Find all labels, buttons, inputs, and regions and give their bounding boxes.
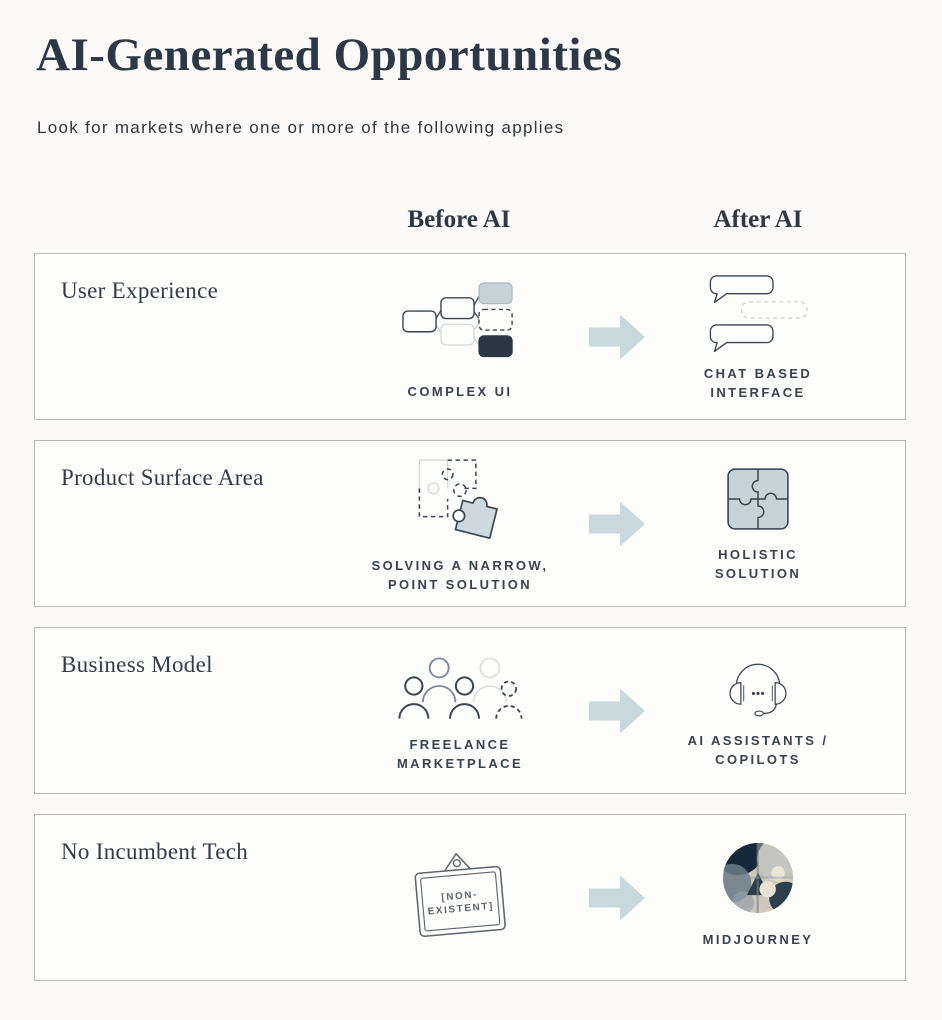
row-label: No Incumbent Tech xyxy=(61,839,249,864)
right-block-arrow-icon xyxy=(589,688,645,733)
column-header-after-ai: After AI xyxy=(713,206,803,233)
caption-holistic-solution: HOLISTIC SOLUTION xyxy=(714,546,802,581)
caption-ai-assistants-copilots: AI ASSISTANTS / COPILOTS xyxy=(687,732,829,767)
before-after-arrow xyxy=(589,501,645,546)
row-label: Product Surface Area xyxy=(61,465,264,490)
chat-bubbles-icon xyxy=(709,274,808,352)
complex-ui-flowchart-icon xyxy=(402,282,513,358)
row-business-model: Business Model xyxy=(34,627,906,794)
caption-freelance-marketplace: FREELANCE MARKETPLACE xyxy=(396,736,524,771)
page-title: AI-Generated Opportunities xyxy=(36,29,623,81)
row-no-incumbent-tech: No Incumbent Tech [NON- EXISTENT] xyxy=(34,814,906,981)
row-product-surface-area: Product Surface Area SO xyxy=(34,440,906,607)
caption-point-solution: SOLVING A NARROW, POINT SOLUTION xyxy=(371,557,549,592)
cell-after-no-incumbent-tech: MIDJOURNEY xyxy=(650,815,866,980)
right-block-arrow-icon xyxy=(589,875,645,920)
midjourney-logo xyxy=(722,843,794,914)
row-label: User Experience xyxy=(61,278,219,303)
before-after-arrow xyxy=(589,314,645,359)
cell-after-product-surface-area: HOLISTIC SOLUTION xyxy=(650,441,866,606)
before-after-arrow xyxy=(589,688,645,733)
page-subtitle: Look for markets where one or more of th… xyxy=(37,118,565,137)
caption-complex-ui: COMPLEX UI xyxy=(407,384,513,400)
row-label: Business Model xyxy=(61,652,213,677)
right-block-arrow-icon xyxy=(589,501,645,546)
row-user-experience: User Experience COMPLEX UI xyxy=(34,253,906,420)
caption-midjourney: MIDJOURNEY xyxy=(702,932,814,948)
headset-icon xyxy=(729,663,787,717)
cell-after-business-model: AI ASSISTANTS / COPILOTS xyxy=(650,628,866,793)
column-header-before-ai: Before AI xyxy=(407,206,511,233)
cell-before-no-incumbent-tech: [NON- EXISTENT] xyxy=(331,815,589,980)
scattered-puzzle-icon xyxy=(418,459,498,539)
sign-text-line-1: [NON- xyxy=(441,889,479,903)
cell-before-business-model: FREELANCE MARKETPLACE xyxy=(331,628,589,793)
right-block-arrow-icon xyxy=(589,314,645,359)
cell-after-user-experience: CHAT BASED INTERFACE xyxy=(650,254,866,419)
before-after-arrow xyxy=(589,875,645,920)
people-group-icon xyxy=(398,657,523,719)
hanging-sign-icon: [NON- EXISTENT] xyxy=(414,852,506,937)
cell-before-product-surface-area: SOLVING A NARROW, POINT SOLUTION xyxy=(331,441,589,606)
cell-before-user-experience: COMPLEX UI xyxy=(331,254,589,419)
caption-chat-based-interface: CHAT BASED INTERFACE xyxy=(703,365,813,400)
complete-puzzle-icon xyxy=(727,467,789,530)
